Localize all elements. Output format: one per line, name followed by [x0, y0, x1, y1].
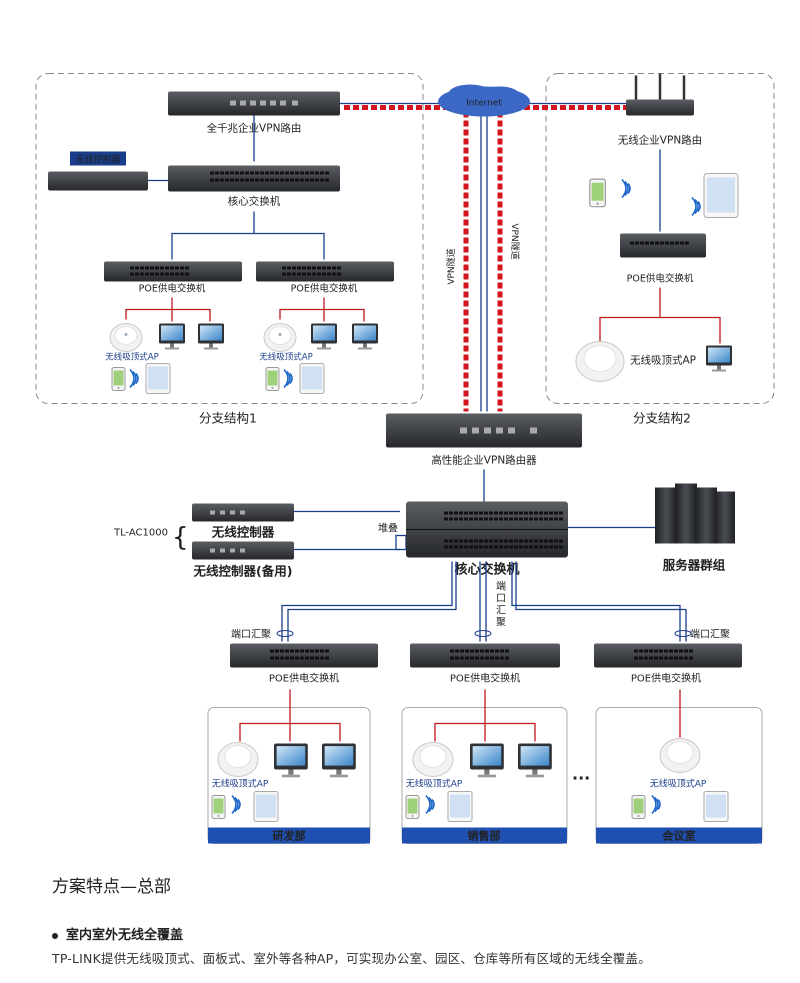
hq-poe-switch-2-label: POE供电交换机 [450, 672, 520, 685]
branch1-ap-b-label: 无线吸顶式AP [259, 352, 312, 363]
tablet-icon [703, 791, 729, 822]
wifi-icon [283, 368, 293, 389]
branch2-router-label: 无线企业VPN路由 [618, 134, 702, 147]
hq-controller-model: TL-AC1000 [113, 528, 168, 539]
hq-link-agg-right: 端口汇聚 [690, 628, 730, 641]
wifi-icon [691, 196, 701, 217]
hq-link-agg-left: 端口汇聚 [231, 628, 271, 641]
dept2-name: 销售部 [468, 829, 501, 843]
phone-icon [405, 795, 420, 819]
features-bullet-text: 室内室外无线全覆盖 [66, 928, 184, 943]
wifi-icon [129, 368, 139, 389]
dept1-name: 研发部 [273, 829, 306, 843]
hq-controller-backup[interactable] [192, 541, 294, 560]
hq-router[interactable] [386, 413, 582, 448]
dept2-ap-label: 无线吸顶式AP [406, 778, 463, 790]
svg-text:聚: 聚 [496, 617, 506, 629]
hq-controller-backup-label: 无线控制器(备用) [193, 564, 293, 579]
hq-core-switch-label: 核心交换机 [454, 562, 519, 578]
vpn-tunnel-left-label: VPN隧道 [445, 248, 457, 284]
svg-text:端: 端 [496, 580, 506, 593]
dept1-ap[interactable] [217, 742, 259, 777]
hq-core-switch[interactable] [406, 501, 568, 558]
features-title: 方案特点—总部 [52, 877, 171, 897]
branch1-caption: 分支结构1 [199, 411, 257, 426]
branch1-poe-switch-b-label: POE供电交换机 [291, 283, 358, 295]
phone-icon [631, 795, 646, 819]
vpn-tunnel-right-label: VPN隧道 [509, 223, 521, 259]
monitor-icon [198, 323, 224, 350]
brace: { [172, 523, 189, 553]
branch1-poe-switch-b[interactable] [256, 261, 394, 282]
branch1-ap-b[interactable] [263, 323, 297, 352]
dept1-ap-label: 无线吸顶式AP [212, 778, 269, 790]
branch1-poe-switch-a[interactable] [104, 261, 242, 282]
hq-poe-switch-3-label: POE供电交换机 [631, 672, 701, 685]
dept3-name: 会议室 [663, 829, 696, 843]
branch1-frame [35, 73, 424, 404]
tablet-icon [145, 363, 171, 394]
phone-icon [211, 795, 226, 819]
branch2-poe-switch[interactable] [620, 233, 706, 258]
dept3-ap-label: 无线吸顶式AP [650, 778, 707, 790]
dept-box-3 [595, 707, 763, 844]
features-bullet: 室内室外无线全覆盖 [52, 924, 183, 943]
branch1-poe-switch-a-label: POE供电交换机 [139, 283, 206, 295]
tablet-icon [447, 791, 473, 822]
branch2-router[interactable] [626, 73, 694, 116]
hq-poe-switch-2[interactable] [410, 643, 560, 668]
branch1-ap-a-label: 无线吸顶式AP [105, 352, 158, 363]
hq-server-group[interactable] [655, 483, 735, 544]
hq-router-label: 高性能企业VPN路由器 [431, 454, 537, 467]
phone-icon [589, 178, 607, 208]
svg-text:汇: 汇 [496, 604, 506, 617]
dept3-ap[interactable] [659, 738, 701, 773]
branch2-poe-switch-label: POE供电交换机 [627, 273, 694, 285]
hq-poe-switch-3[interactable] [594, 643, 742, 668]
branch2-ap-label: 无线吸顶式AP [630, 354, 696, 367]
hq-controller-label: 无线控制器 [211, 525, 275, 540]
tablet-icon [299, 363, 325, 394]
monitor-icon [706, 345, 732, 372]
tablet-icon [253, 791, 279, 822]
hq-controller[interactable] [192, 503, 294, 522]
branch2-caption: 分支结构2 [633, 411, 691, 426]
more-depts-ellipsis: ... [572, 765, 590, 784]
branch1-controller[interactable]: 无线控制器 [48, 151, 148, 191]
tablet-icon [703, 173, 739, 218]
branch1-ap-a[interactable] [109, 323, 143, 352]
svg-text:口: 口 [496, 594, 506, 605]
hq-link-agg-center: 端 口 汇 聚 [496, 580, 506, 629]
branch1-core-switch-label: 核心交换机 [228, 195, 281, 208]
bullet-dot-icon [52, 932, 58, 939]
hq-poe-switch-1-label: POE供电交换机 [269, 672, 339, 685]
phone-icon [265, 367, 280, 391]
internet-label: Internet [466, 99, 502, 109]
hq-poe-switch-1[interactable] [230, 643, 378, 668]
branch1-router[interactable] [168, 91, 340, 116]
branch2-ap[interactable] [575, 341, 625, 382]
phone-icon [111, 367, 126, 391]
dept2-ap[interactable] [412, 742, 454, 777]
hq-servers-label: 服务器群组 [663, 558, 726, 573]
monitor-icon [159, 323, 185, 350]
branch1-core-switch[interactable] [168, 165, 340, 192]
monitor-icon [352, 323, 378, 350]
wifi-icon [621, 178, 631, 199]
internet-cloud: Internet [438, 84, 530, 117]
branch1-controller-label: 无线控制器 [75, 154, 120, 166]
monitor-icon [311, 323, 337, 350]
hq-stack-label: 堆叠 [378, 523, 398, 535]
features-description: TP-LINK提供无线吸顶式、面板式、室外等各种AP，可实现办公室、园区、仓库等… [52, 951, 651, 966]
